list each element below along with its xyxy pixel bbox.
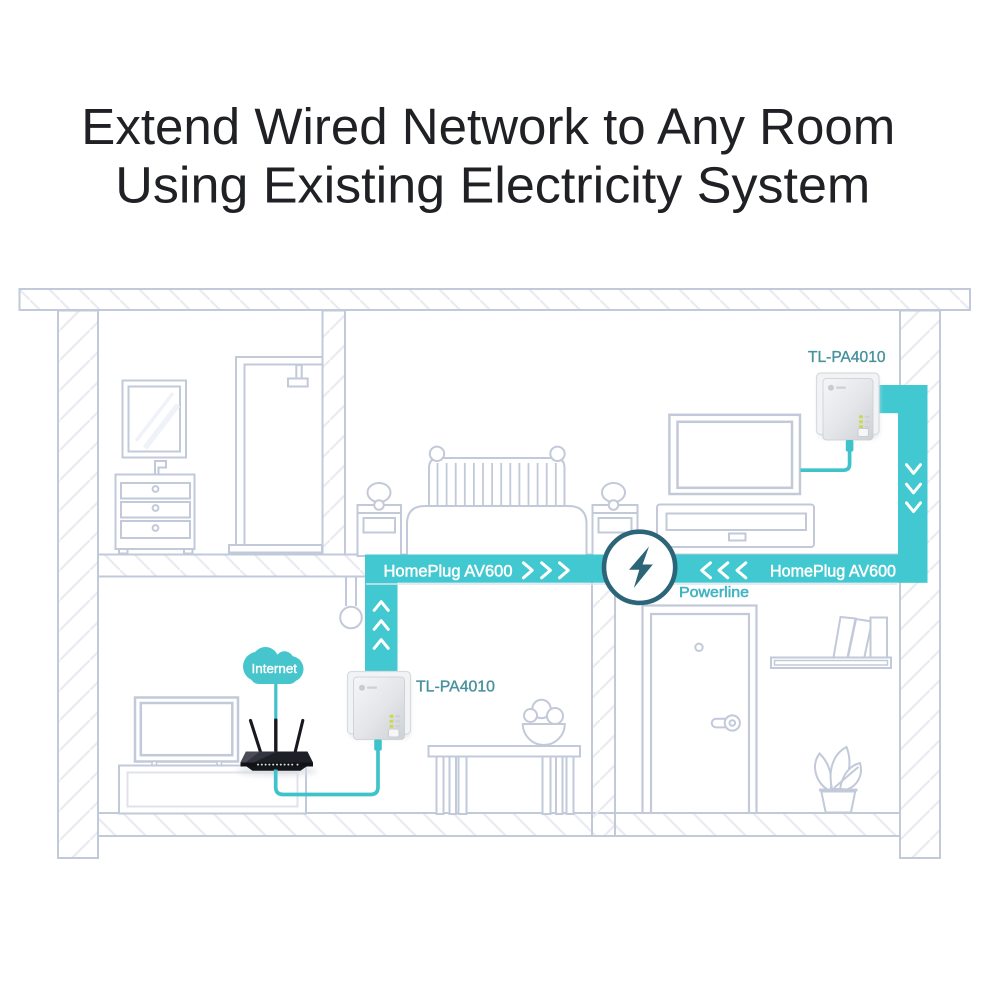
svg-text:Internet: Internet (252, 662, 298, 676)
svg-text:HomePlug AV600: HomePlug AV600 (770, 562, 896, 581)
svg-text:TL-PA4010: TL-PA4010 (808, 349, 886, 366)
svg-text:HomePlug AV600: HomePlug AV600 (384, 562, 513, 581)
svg-text:TL-PA4010: TL-PA4010 (416, 679, 495, 696)
svg-text:Powerline: Powerline (679, 584, 749, 601)
svg-text:Using Existing Electricity Sys: Using Existing Electricity System (115, 156, 870, 213)
svg-text:Extend Wired Network to Any Ro: Extend Wired Network to Any Room (81, 98, 895, 155)
